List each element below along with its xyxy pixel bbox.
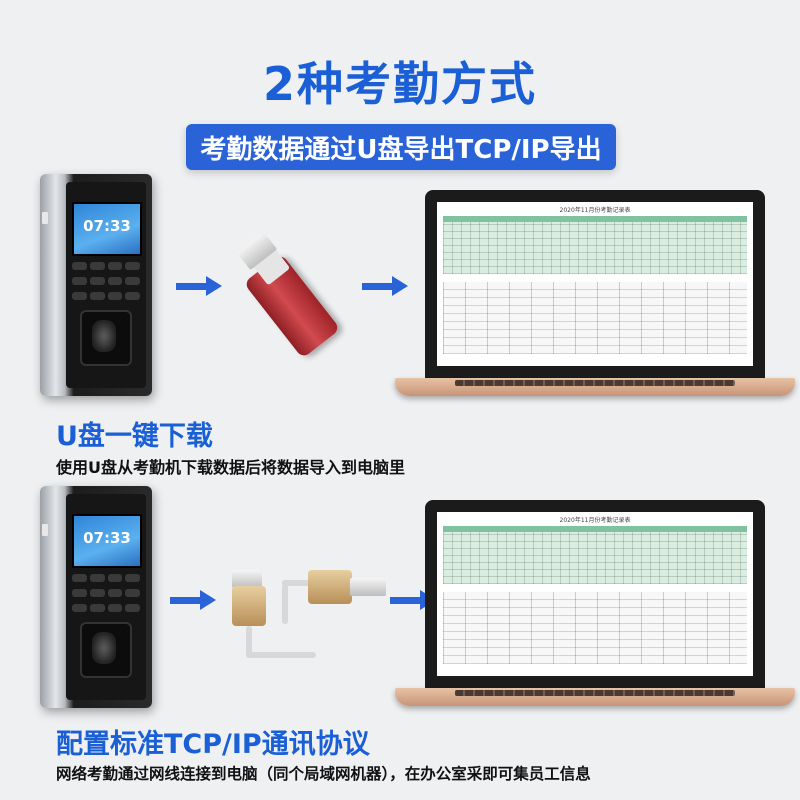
section1-caption: 使用U盘从考勤机下载数据后将数据导入到电脑里 <box>56 458 405 477</box>
page-title: 2种考勤方式 <box>262 57 537 111</box>
laptop-keyboard <box>455 380 735 386</box>
attendance-device-2: 07:33 <box>40 486 152 708</box>
section2-caption: 网络考勤通过网线连接到电脑（同个局域网机器），在办公室采即可集员工信息 <box>56 765 591 783</box>
device-face: 07:33 <box>66 182 146 388</box>
attendance-device-1: 07:33 <box>40 174 152 396</box>
attendance-grid <box>443 216 747 274</box>
laptop-1: 2020年11月份考勤记录表 <box>395 190 795 400</box>
laptop-keyboard <box>455 690 735 696</box>
arrow-right-icon <box>176 276 222 296</box>
device-time: 07:33 <box>83 217 131 235</box>
device-face: 07:33 <box>66 494 146 700</box>
indicator-lamp <box>42 212 48 224</box>
laptop-lid: 2020年11月份考勤记录表 <box>425 190 765 380</box>
usb-flash-drive-icon <box>236 231 360 359</box>
laptop-display: 2020年11月份考勤记录表 <box>437 202 753 366</box>
usb-cable-icon <box>222 556 412 666</box>
sheet-title: 2020年11月份考勤记录表 <box>559 517 631 524</box>
device-keypad <box>72 262 140 304</box>
laptop-2: 2020年11月份考勤记录表 <box>395 500 795 710</box>
device-keypad <box>72 574 140 616</box>
subtitle-banner: 考勤数据通过U盘导出TCP/IP导出 <box>186 124 616 170</box>
attendance-grid <box>443 526 747 584</box>
arrow-right-icon <box>170 590 216 610</box>
device-screen: 07:33 <box>72 514 142 568</box>
laptop-lid: 2020年11月份考勤记录表 <box>425 500 765 690</box>
indicator-lamp <box>42 524 48 536</box>
laptop-display: 2020年11月份考勤记录表 <box>437 512 753 676</box>
section1-heading: U盘一键下载 <box>56 421 213 452</box>
section2-heading: 配置标准TCP/IP通讯协议 <box>56 729 370 760</box>
device-screen: 07:33 <box>72 202 142 256</box>
fingerprint-sensor <box>80 622 132 678</box>
device-time: 07:33 <box>83 529 131 547</box>
sheet-title: 2020年11月份考勤记录表 <box>559 207 631 214</box>
attendance-detail-table <box>443 592 747 664</box>
arrow-right-icon <box>362 276 408 296</box>
attendance-detail-table <box>443 282 747 354</box>
fingerprint-sensor <box>80 310 132 366</box>
